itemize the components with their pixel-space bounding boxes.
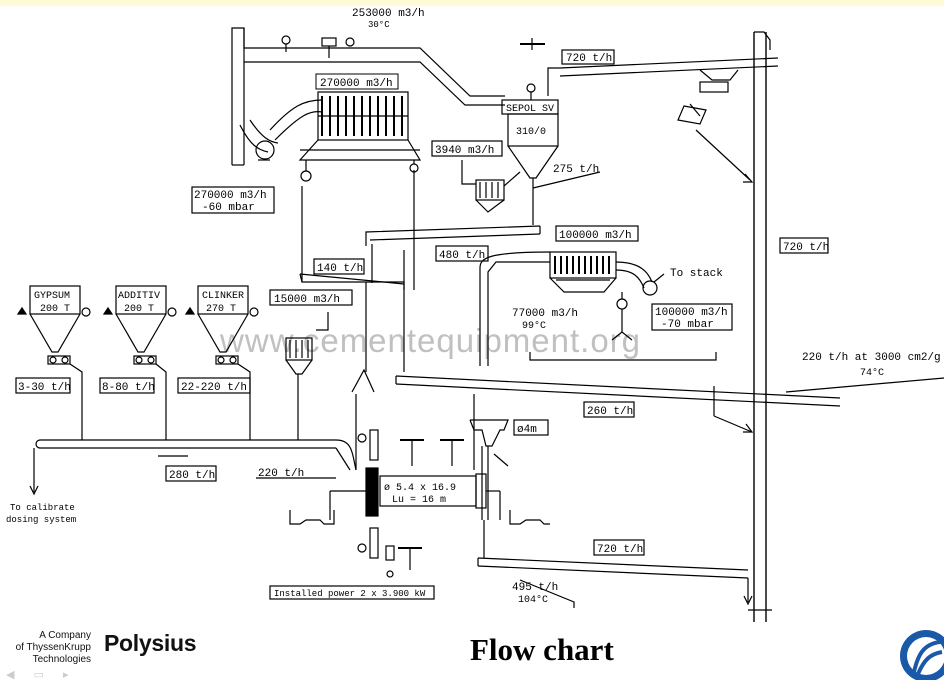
- hopper-gypsum-rate: 3-30 t/h: [18, 382, 71, 394]
- aspiration-flow-label: 15000 m3/h: [274, 294, 340, 306]
- main-fan: [239, 99, 323, 161]
- cooling-air-flow-label: 77000 m3/h: [512, 308, 578, 320]
- elevator-total-label: 720 t/h: [783, 242, 829, 254]
- stack-pressure-label: -70 mbar: [661, 319, 714, 331]
- dust-filter: 100000 m3/h To stack: [479, 225, 723, 366]
- conveyor-260-label: 260 t/h: [587, 406, 633, 418]
- chute-140-label: 140 t/h: [317, 263, 363, 275]
- company-line-3: Technologies: [32, 654, 91, 665]
- bag-filter-flow-label: 3940 m3/h: [435, 145, 494, 157]
- thyssenkrupp-logo: [900, 630, 944, 680]
- main-bag-filter: 270000 m3/h: [298, 73, 422, 182]
- mill-length-label: Lu = 16 m: [392, 495, 446, 506]
- aspiration: 15000 m3/h: [269, 289, 353, 440]
- hopper-additiv-name: ADDITIV: [118, 291, 160, 302]
- fan-flow-label-group: 270000 m3/h -60 mbar: [191, 186, 275, 214]
- company-line-2: of ThyssenKrupp: [15, 642, 91, 653]
- to-calibrate-label: To calibrate: [10, 503, 75, 513]
- stack-label-box: [651, 303, 733, 331]
- hopper-clinker-rate: 22-220 t/h: [181, 382, 247, 394]
- belt-rate-label: 280 t/h: [169, 470, 215, 482]
- process-flow-diagram: www.cementequipment.org 253000 m3/h 30°C: [6, 8, 944, 622]
- hopper-clinker-name: CLINKER: [202, 291, 244, 302]
- installed-power-label: Installed power 2 x 3.900 kW: [274, 589, 426, 599]
- chute-140: 140 t/h: [299, 186, 405, 290]
- outlet-rate-label: 495 t/h: [512, 582, 558, 594]
- collecting-belt: 280 t/h 220 t/h To calibrate dosing syst…: [6, 439, 357, 525]
- sepol-separator: SEPOL SV 310/0: [501, 38, 559, 225]
- page-title: Flow chart: [470, 632, 614, 667]
- product-conveyor: 260 t/h 220 t/h at 3000 cm2/g 74°C: [395, 352, 944, 433]
- to-stack-label: To stack: [670, 268, 723, 280]
- fan-pressure-label: -60 mbar: [202, 202, 255, 214]
- cooling-air-temp-label: 99°C: [522, 320, 546, 332]
- brand-logo-text: Polysius: [104, 630, 197, 656]
- mill-size-label: ø 5.4 x 16.9: [384, 483, 456, 494]
- mill-discharge-conveyor: 720 t/h 495 t/h 104°C: [477, 520, 753, 608]
- temp-top-label: 30°C: [368, 20, 390, 30]
- elevator-feed-label: 720 t/h: [566, 53, 612, 65]
- separator-feed-conveyor: 720 t/h: [547, 49, 779, 96]
- hopper-additiv-rate: 8-80 t/h: [102, 382, 155, 394]
- top-gas-duct: 253000 m3/h 30°C: [231, 8, 505, 166]
- hopper-additiv-capacity: 200 T: [124, 304, 154, 315]
- reject-rate-label: 275 t/h: [553, 164, 599, 176]
- company-note: A Company of ThyssenKrupp Technologies: [0, 630, 91, 666]
- hopper-gypsum-capacity: 200 T: [40, 304, 70, 315]
- filter-flow-label: 270000 m3/h: [320, 78, 393, 90]
- hopper-clinker-capacity: 270 T: [206, 304, 236, 315]
- mill-feed-chute: [351, 282, 375, 470]
- mill-discharge-label: 720 t/h: [597, 544, 643, 556]
- ball-mill: ø 5.4 x 16.9 Lu = 16 m Installed power 2…: [269, 429, 550, 600]
- feed-rate-label: 220 t/h: [258, 468, 304, 480]
- outlet-temp-label: 104°C: [518, 594, 548, 606]
- conveyor-480: 480 t/h: [365, 170, 541, 372]
- separator-label: SEPOL SV: [506, 104, 554, 115]
- hopper-gypsum: GYPSUM 200 T 3-30 t/h: [15, 285, 91, 440]
- slide-nav-icons[interactable]: ◀ ▭ ▸: [6, 669, 77, 681]
- hopper-additiv: ADDITIV 200 T 8-80 t/h: [99, 285, 177, 440]
- separator-size-label: 310/0: [516, 126, 546, 138]
- cyclone-diameter-label: ø4m: [517, 424, 537, 436]
- product-rate-label: 220 t/h at 3000 cm2/g: [802, 352, 941, 364]
- reject-label-group: 275 t/h: [532, 164, 601, 189]
- cooling-air: 77000 m3/h 99°C: [512, 308, 717, 361]
- stack-flow-label: 100000 m3/h: [655, 307, 728, 319]
- dust-filter-flow-label: 100000 m3/h: [559, 230, 632, 242]
- airflow-top-label: 253000 m3/h: [352, 8, 425, 20]
- company-line-1: A Company: [39, 630, 91, 641]
- top-band: [0, 0, 944, 6]
- cyclone: ø4m: [469, 394, 549, 520]
- hopper-clinker: CLINKER 270 T 22-220 t/h: [177, 285, 259, 440]
- product-temp-label: 74°C: [860, 367, 884, 379]
- small-bag-filter: 3940 m3/h: [431, 140, 521, 213]
- fan-flow-label: 270000 m3/h: [194, 190, 267, 202]
- bucket-elevator: 720 t/h: [748, 31, 829, 622]
- watermark: www.cementequipment.org: [219, 322, 641, 359]
- dosing-system-label: dosing system: [6, 515, 76, 525]
- elevator-discharge: [677, 69, 754, 183]
- conveyor-480-label: 480 t/h: [439, 250, 485, 262]
- hopper-gypsum-name: GYPSUM: [34, 291, 70, 302]
